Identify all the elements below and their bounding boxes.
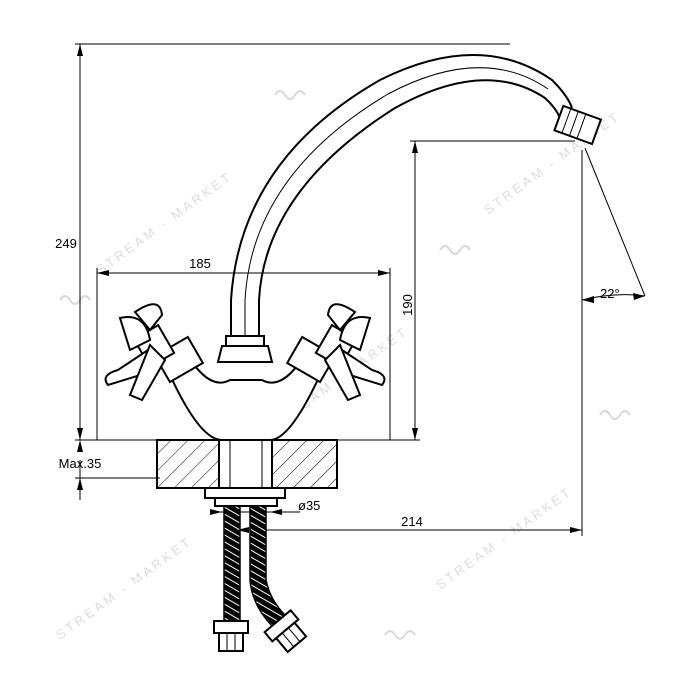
wave-logo-icon [439,245,471,255]
watermark-text: STREAM - MARKET [53,533,195,642]
watermark-text: STREAM - MARKET [481,108,623,217]
label-spout-reach: 214 [401,514,423,529]
wave-logo-icon [59,295,91,305]
faucet-spout [230,54,603,336]
label-spout-angle: 22° [600,286,620,301]
dimension-labels: 249 185 190 Max.35 ø35 214 22° [55,236,620,529]
supply-hoses [213,505,308,654]
label-width-handles: 185 [189,256,211,271]
label-max-thickness: Max.35 [59,456,102,471]
watermark-text: STREAM - MARKET [433,483,575,592]
handle-left [104,303,205,402]
label-hole-diameter: ø35 [298,498,320,513]
wave-logo-icon [384,630,416,640]
label-height-total: 249 [55,236,77,251]
watermark-text: STREAM - MARKET [93,168,235,277]
angle-line [584,147,646,297]
label-spout-height: 190 [400,294,415,316]
wave-logo-icon [599,410,631,420]
wave-logo-icon [274,90,306,100]
handle-right [285,303,386,402]
